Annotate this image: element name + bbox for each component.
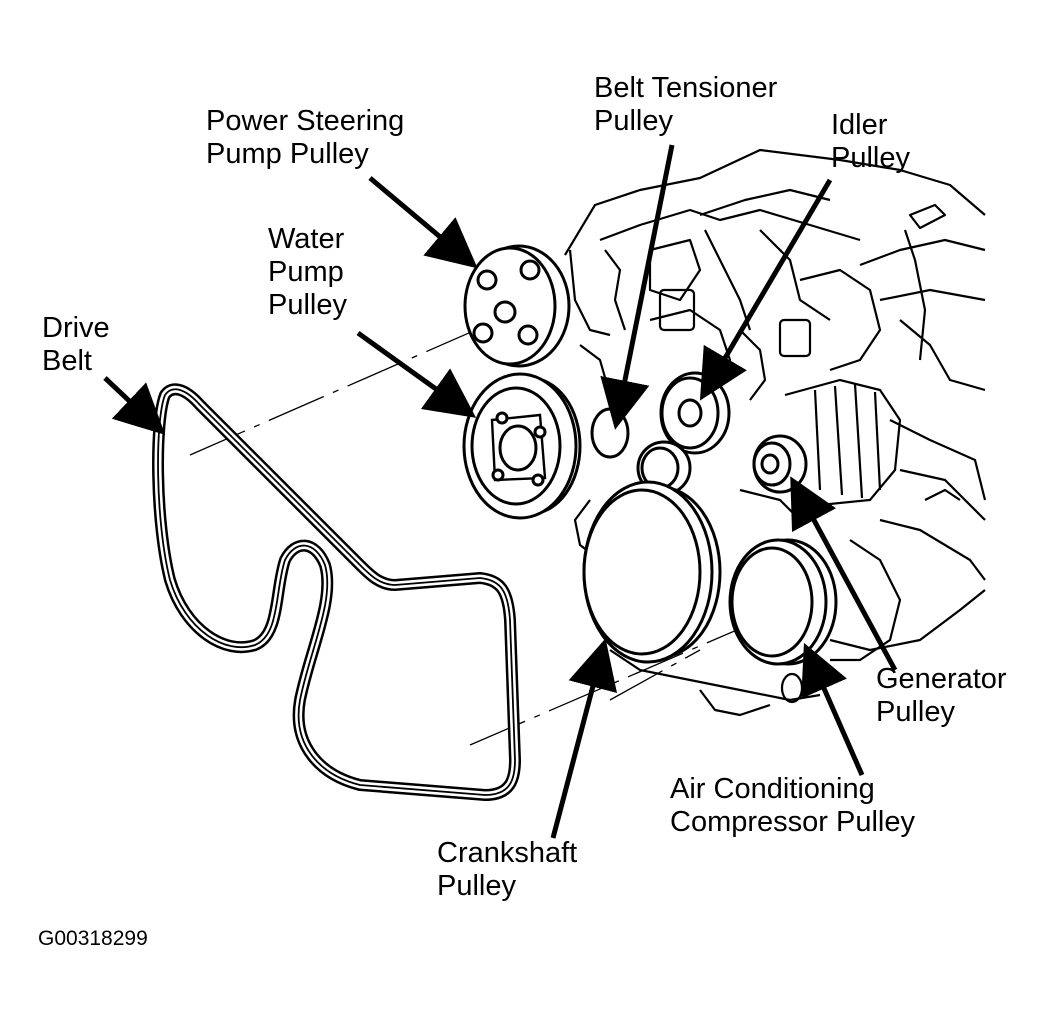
water-pump-pulley-label: Water Pump Pulley <box>268 223 347 321</box>
crankshaft-pulley-label: Crankshaft Pulley <box>437 837 578 902</box>
arrow-belt-tensioner <box>600 144 675 430</box>
arrow-idler <box>699 178 833 401</box>
air-conditioning-compressor-pulley-label: Air Conditioning Compressor Pulley <box>670 773 915 838</box>
arrow-water-pump <box>356 330 477 418</box>
arrow-power-steering <box>368 176 478 269</box>
idler-pulley <box>659 371 731 455</box>
drive-belt-label: Drive Belt <box>42 312 110 377</box>
power-steering-pulley <box>463 244 571 368</box>
generator-pulley-label: Generator Pulley <box>876 663 1007 728</box>
crankshaft-pulley <box>582 480 722 664</box>
water-pump-pulley <box>462 372 582 520</box>
power-steering-pump-pulley-label: Power Steering Pump Pulley <box>206 105 405 170</box>
arrow-drive-belt <box>103 376 166 435</box>
idler-pulley-label: Idler Pulley <box>831 109 910 174</box>
figure-id: G00318299 <box>38 927 148 950</box>
generator-body <box>784 378 902 507</box>
arrow-generator <box>790 476 898 672</box>
ac-compressor-pulley <box>728 538 838 666</box>
drive-belt <box>152 383 521 801</box>
generator-pulley <box>752 434 808 494</box>
belt-tensioner-pulley-label: Belt Tensioner Pulley <box>594 72 778 137</box>
leader-arrows <box>103 144 898 839</box>
arrow-crankshaft <box>550 638 617 839</box>
arrow-ac-compressor <box>801 642 865 777</box>
